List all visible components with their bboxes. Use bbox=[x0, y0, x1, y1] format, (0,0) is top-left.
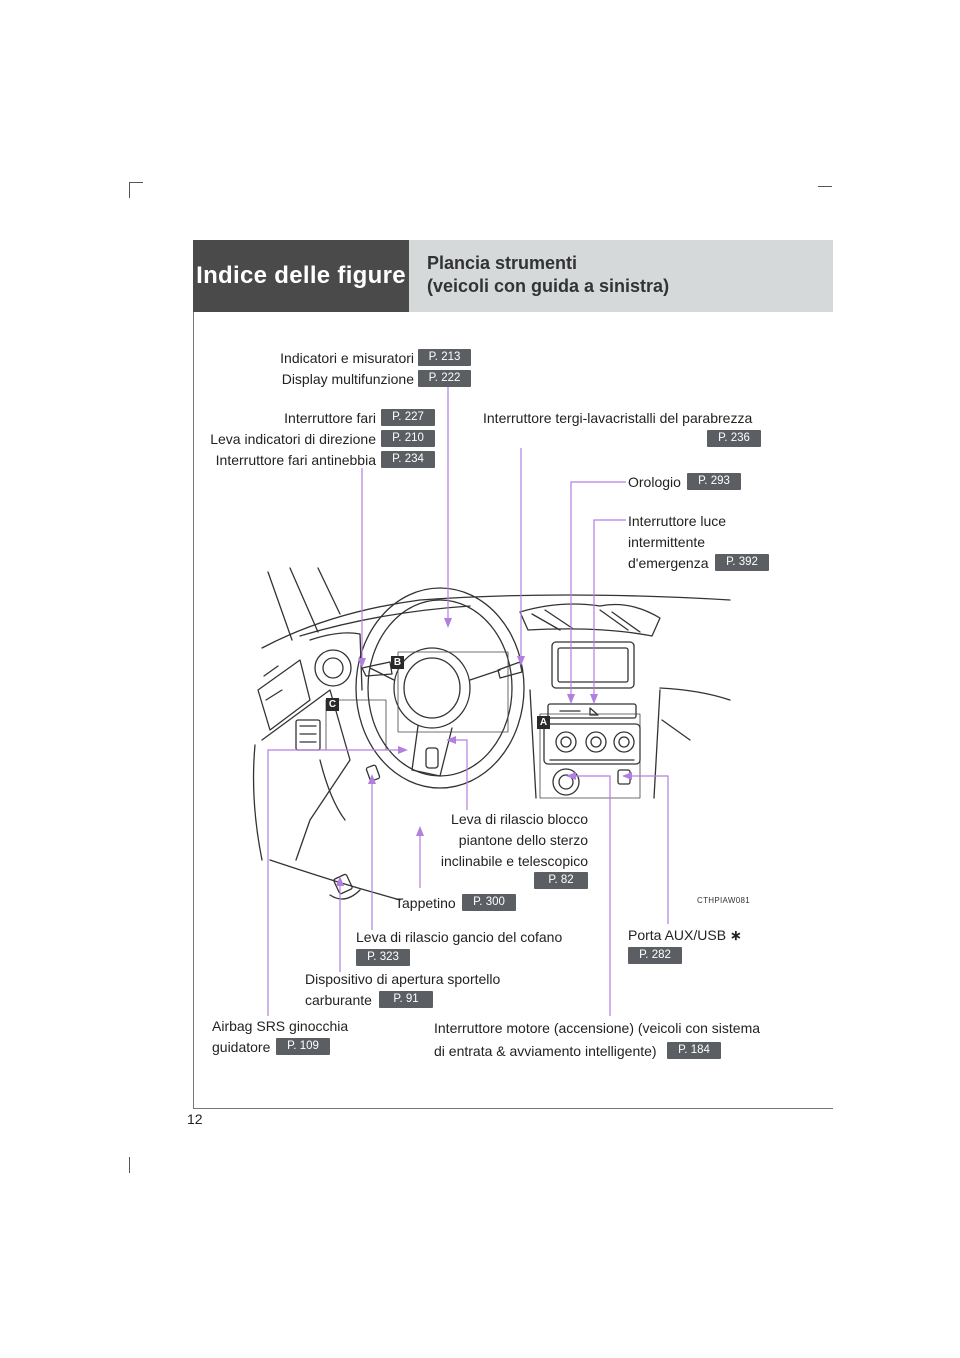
aux-usb-star: ∗ bbox=[729, 927, 742, 943]
marker-b: B bbox=[391, 656, 404, 669]
page-number: 12 bbox=[187, 1111, 203, 1127]
steering-lock-line2: piantone dello sterzo bbox=[458, 832, 588, 848]
section-title: Indice delle figure bbox=[193, 240, 409, 312]
clock-label: Orologio bbox=[628, 474, 681, 490]
fuel-door-line2: carburante bbox=[305, 992, 372, 1008]
gauges-label: Indicatori e misuratori bbox=[280, 350, 414, 366]
hazard-ref[interactable]: P. 392 bbox=[715, 554, 769, 571]
fog-light-ref[interactable]: P. 234 bbox=[381, 451, 435, 468]
gauges-ref[interactable]: P. 213 bbox=[418, 349, 471, 366]
steering-lock-ref[interactable]: P. 82 bbox=[534, 872, 588, 889]
clock-ref[interactable]: P. 293 bbox=[687, 473, 741, 490]
hazard-label-line1: Interruttore luce bbox=[628, 513, 727, 529]
multi-display-label: Display multifunzione bbox=[281, 371, 414, 387]
wiper-ref[interactable]: P. 236 bbox=[707, 430, 761, 447]
hood-release-ref[interactable]: P. 323 bbox=[356, 949, 410, 966]
crop-mark bbox=[129, 1157, 130, 1173]
hazard-label-line3: d'emergenza bbox=[628, 555, 709, 571]
wiper-label: Interruttore tergi-lavacristalli del par… bbox=[483, 410, 753, 426]
bottom-rule bbox=[193, 1108, 833, 1109]
page-title: Plancia strumenti (veicoli con guida a s… bbox=[409, 240, 833, 312]
fuel-door-line1: Dispositivo di apertura sportello bbox=[305, 971, 501, 987]
engine-switch-ref[interactable]: P. 184 bbox=[667, 1042, 721, 1059]
crop-mark bbox=[129, 182, 130, 198]
steering-lock-line1: Leva di rilascio blocco bbox=[451, 811, 588, 827]
steering-lock-line3: inclinabile e telescopico bbox=[440, 853, 588, 869]
marker-c: C bbox=[326, 698, 339, 711]
aux-usb-text: Porta AUX/USB bbox=[628, 927, 727, 943]
crop-mark bbox=[129, 182, 143, 183]
floor-mat-ref[interactable]: P. 300 bbox=[462, 894, 516, 911]
page-title-line2: (veicoli con guida a sinistra) bbox=[427, 276, 670, 296]
floor-mat-label: Tappetino bbox=[395, 895, 456, 911]
marker-a: A bbox=[537, 716, 550, 729]
hood-release-label: Leva di rilascio gancio del cofano bbox=[356, 929, 563, 945]
page-title-line1: Plancia strumenti bbox=[427, 253, 578, 273]
crop-mark bbox=[818, 186, 832, 187]
fuel-door-ref[interactable]: P. 91 bbox=[379, 991, 433, 1008]
hazard-label-line2: intermittente bbox=[628, 534, 706, 550]
page-border bbox=[193, 312, 194, 1109]
knee-airbag-line2: guidatore bbox=[212, 1039, 271, 1055]
knee-airbag-ref[interactable]: P. 109 bbox=[276, 1038, 330, 1055]
image-code: CTHPIAW081 bbox=[697, 896, 750, 905]
turn-signal-label: Leva indicatori di direzione bbox=[210, 431, 376, 447]
aux-usb-ref[interactable]: P. 282 bbox=[628, 947, 682, 964]
aux-usb-label: Porta AUX/USB ∗ bbox=[628, 925, 742, 945]
engine-switch-line1: Interruttore motore (accensione) (veicol… bbox=[434, 1020, 761, 1036]
headlight-switch-ref[interactable]: P. 227 bbox=[381, 409, 435, 426]
knee-airbag-line1: Airbag SRS ginocchia bbox=[212, 1018, 349, 1034]
multi-display-ref[interactable]: P. 222 bbox=[418, 370, 471, 387]
fog-light-label: Interruttore fari antinebbia bbox=[215, 452, 376, 468]
engine-switch-line2: di entrata & avviamento intelligente) bbox=[434, 1043, 657, 1059]
turn-signal-ref[interactable]: P. 210 bbox=[381, 430, 435, 447]
headlight-switch-label: Interruttore fari bbox=[284, 410, 376, 426]
